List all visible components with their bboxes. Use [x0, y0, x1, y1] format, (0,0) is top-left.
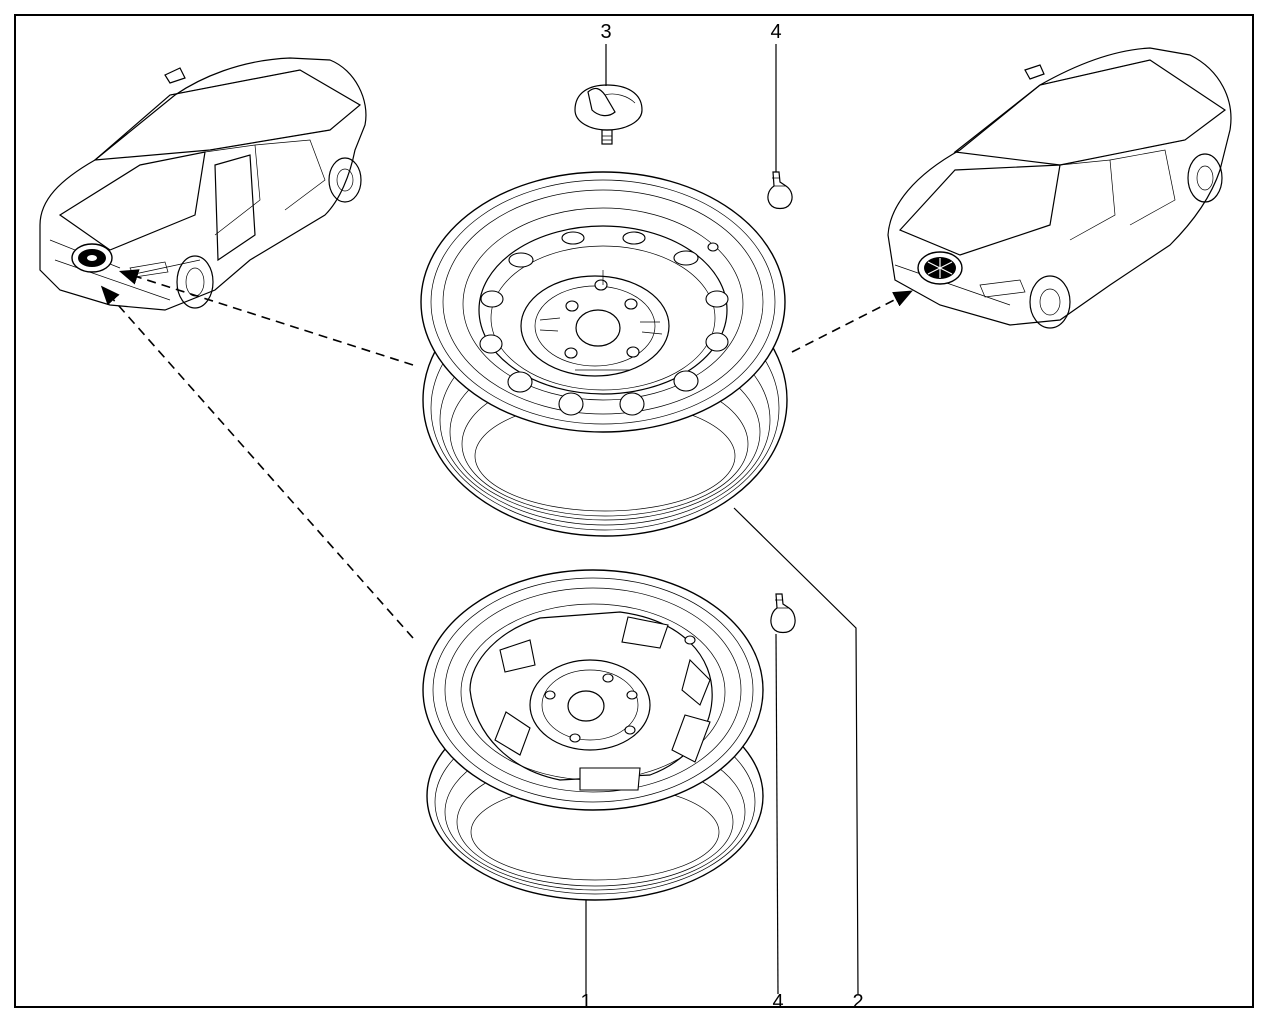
leader-line-2 [733, 507, 859, 995]
callout-4-top-label: 4 [770, 21, 781, 43]
lower-wheel-assembly [422, 569, 764, 901]
leader-line-4-bottom [775, 633, 779, 995]
callout-4-bottom-label: 4 [772, 991, 783, 1013]
valve-stem-bottom [770, 593, 796, 634]
upper-wheel-to-right-car-arrow [791, 290, 913, 353]
callout-1-label: 1 [580, 991, 591, 1013]
lower-wheel-to-left-car-arrow [100, 285, 414, 639]
callout-2-label: 2 [852, 991, 863, 1013]
valve-stem-top [767, 171, 793, 210]
callout-3-label: 3 [600, 21, 611, 43]
upper-wheel-assembly [420, 171, 788, 537]
right-car-hatchback [887, 47, 1232, 329]
hold-down-cap [574, 84, 643, 145]
upper-wheel-to-left-car-arrow [118, 269, 414, 366]
left-car-sedan [39, 57, 367, 311]
